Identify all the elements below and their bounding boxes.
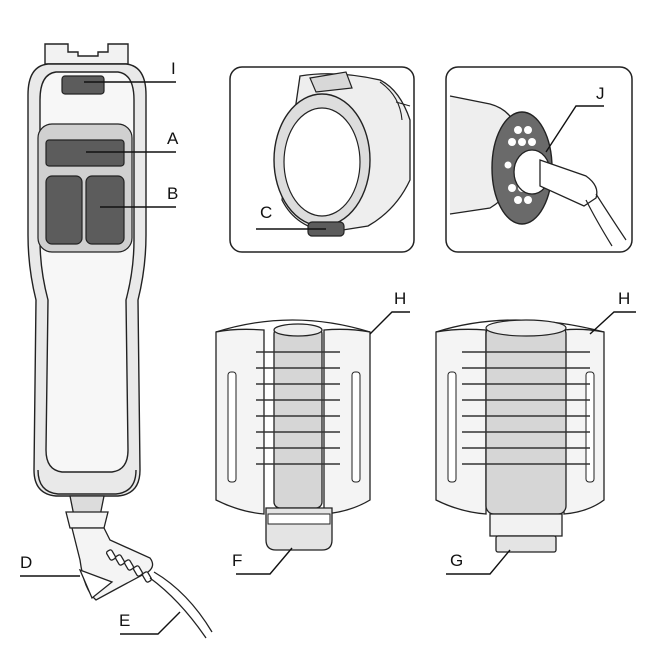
detail-panel-j (445, 66, 633, 253)
cord-swivel-joint (65, 511, 109, 529)
label-j: J (596, 84, 605, 103)
label-h-right: H (618, 289, 630, 308)
barrel-f (273, 327, 323, 509)
button-b-right (85, 175, 125, 245)
attachment-f (215, 319, 371, 551)
leader-lines (20, 81, 636, 635)
button-a (45, 139, 125, 167)
swivel-cord (65, 495, 213, 639)
label-i: I (171, 59, 176, 78)
cord-guard (71, 527, 154, 601)
label-f: F (232, 551, 242, 570)
handle-bottom-rim (37, 469, 137, 495)
label-d: D (20, 553, 32, 572)
guard-g-right-panel (563, 328, 605, 515)
leader-e (120, 611, 181, 635)
air-outlet-top (309, 71, 353, 93)
bristles-f (256, 351, 340, 465)
top-connector (44, 43, 129, 65)
cord-tail (585, 193, 627, 247)
handle-unit (27, 43, 147, 497)
label-b: B (167, 184, 178, 203)
cord-loop (78, 568, 114, 600)
label-c: C (260, 203, 272, 222)
cord-ribs (105, 549, 153, 583)
button-b-left (45, 175, 83, 245)
connector-g (489, 513, 563, 537)
power-cord (149, 571, 213, 639)
label-h-left: H (394, 289, 406, 308)
leader-g (446, 549, 511, 575)
guard-h-right-panel (323, 328, 371, 515)
guard-h-left-rear (215, 319, 371, 333)
bristles-g (462, 351, 590, 465)
barrel-g (485, 325, 567, 515)
label-a: A (167, 129, 179, 148)
guard-g-left-panel (435, 328, 487, 515)
attachment-g (435, 319, 605, 553)
label-g: G (450, 551, 463, 570)
label-e: E (119, 611, 130, 630)
detail-panel-c (229, 66, 415, 253)
air-outlet-opening (283, 107, 361, 217)
leader-j (545, 105, 604, 153)
guard-h-left-panel (215, 328, 265, 515)
leader-f (236, 547, 293, 575)
switch-i (61, 75, 105, 95)
leader-h-left (369, 311, 410, 335)
leader-h-right (589, 311, 636, 335)
